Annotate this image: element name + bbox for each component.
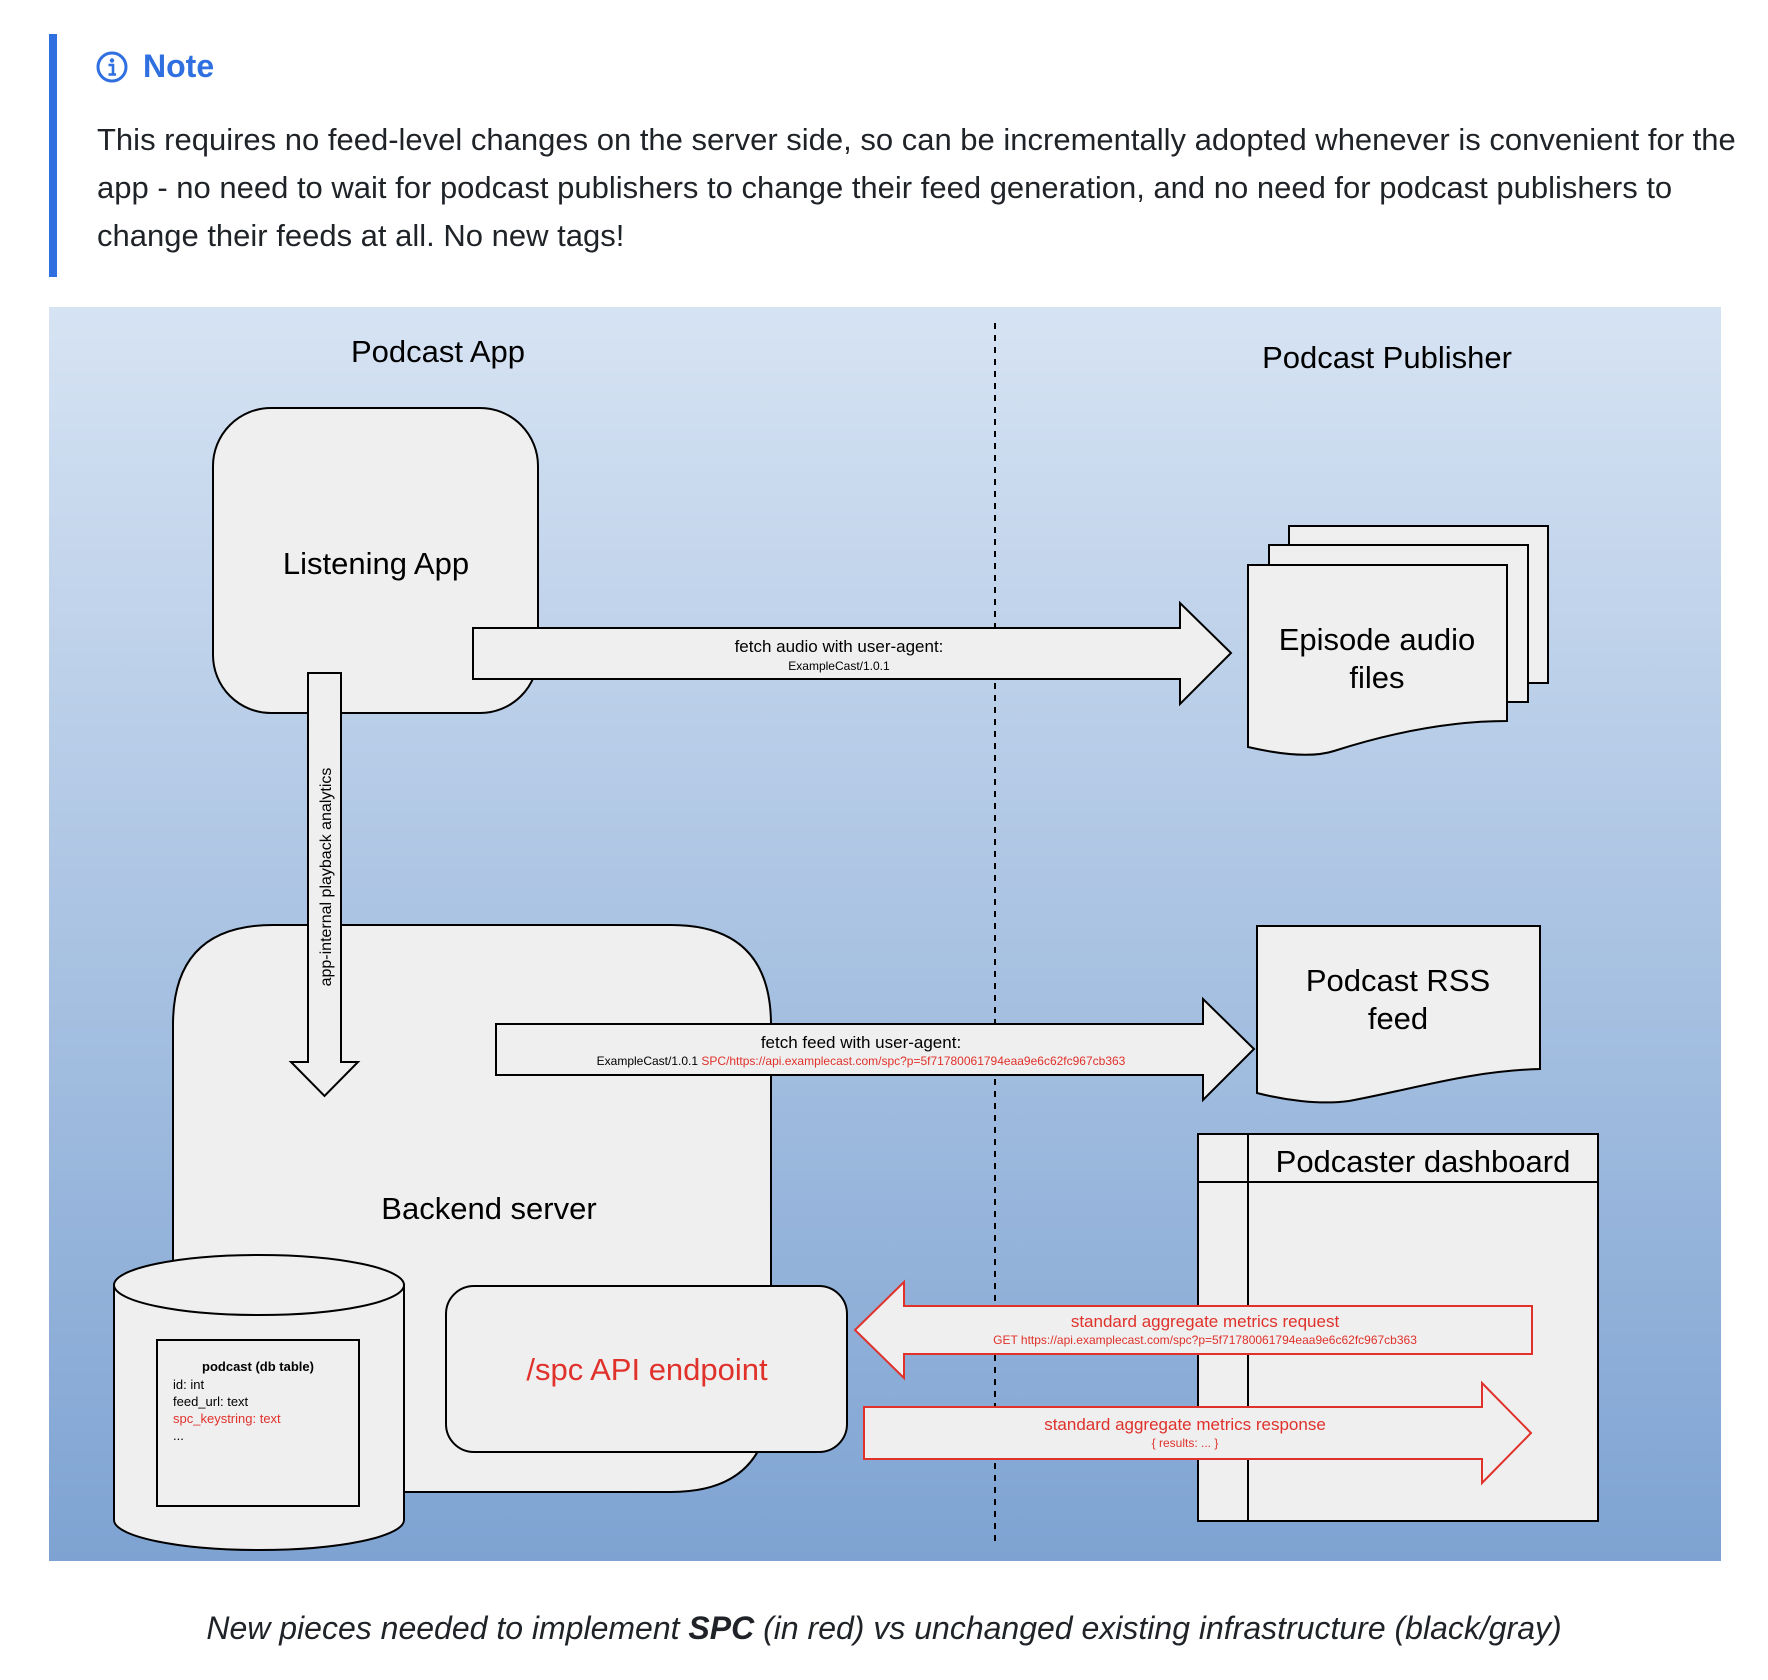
note-body: This requires no feed-level changes on t… <box>97 122 1736 253</box>
backend-server-label: Backend server <box>381 1191 596 1226</box>
diagram-caption: New pieces needed to implement SPC (in r… <box>0 1610 1768 1647</box>
analytics-arrow: app-internal playback analytics <box>288 672 361 1098</box>
fetch-feed-arrow: fetch feed with user-agent: ExampleCast/… <box>495 996 1256 1103</box>
info-icon <box>96 51 128 82</box>
db-table-row-spc: spc_keystring: text <box>173 1411 281 1426</box>
episode-audio-files: Episode audio files <box>1247 525 1549 756</box>
rss-feed-label: Podcast RSS <box>1306 963 1490 998</box>
analytics-arrow-label: app-internal playback analytics <box>318 768 335 987</box>
fetch-audio-label: fetch audio with user-agent: <box>735 637 944 656</box>
metrics-request-detail: GET https://api.examplecast.com/spc?p=5f… <box>993 1333 1417 1347</box>
metrics-response-detail: { results: ... } <box>1152 1436 1219 1450</box>
listening-app-box: Listening App <box>212 407 539 714</box>
metrics-response-label: standard aggregate metrics response <box>1044 1415 1326 1434</box>
fetch-audio-user-agent: ExampleCast/1.0.1 <box>788 659 890 673</box>
metrics-request-arrow: standard aggregate metrics request GET h… <box>853 1279 1533 1381</box>
note-header: Note <box>95 48 214 85</box>
db-table-row: feed_url: text <box>173 1394 249 1409</box>
podcast-rss-feed: Podcast RSS feed <box>1256 925 1541 1104</box>
spc-endpoint-box: /spc API endpoint <box>445 1285 848 1453</box>
lane-title-podcast-app: Podcast App <box>351 334 525 369</box>
dashboard-title: Podcaster dashboard <box>1276 1144 1571 1179</box>
note-callout: Note This requires no feed-level changes… <box>49 34 1736 277</box>
db-table-box <box>156 1339 360 1507</box>
episode-audio-label: Episode audio <box>1279 622 1476 657</box>
note-title: Note <box>143 48 215 84</box>
metrics-response-arrow: standard aggregate metrics response { re… <box>863 1380 1533 1486</box>
caption-text: New pieces needed to implement <box>206 1610 689 1646</box>
fetch-feed-user-agent: ExampleCast/1.0.1 SPC/https://api.exampl… <box>597 1054 1126 1068</box>
database-cylinder: podcast (db table) id: int feed_url: tex… <box>113 1254 405 1551</box>
fetch-audio-arrow: fetch audio with user-agent: ExampleCast… <box>472 600 1233 707</box>
caption-text: (in red) vs unchanged existing infrastru… <box>754 1610 1562 1646</box>
db-table-title: podcast (db table) <box>202 1359 314 1374</box>
spc-endpoint-label: /spc API endpoint <box>526 1352 768 1387</box>
metrics-request-label: standard aggregate metrics request <box>1071 1312 1340 1331</box>
caption-bold: SPC <box>688 1610 755 1646</box>
lane-title-podcast-publisher: Podcast Publisher <box>1262 340 1512 375</box>
episode-audio-label: files <box>1349 660 1404 695</box>
fetch-feed-label: fetch feed with user-agent: <box>761 1033 961 1052</box>
diagram-canvas: Podcast App Podcast Publisher Listening … <box>49 307 1721 1561</box>
db-table-row-more: ... <box>173 1428 184 1443</box>
rss-feed-label: feed <box>1368 1001 1428 1036</box>
spc-architecture-diagram: Podcast App Podcast Publisher Listening … <box>49 307 1721 1561</box>
db-table-row: id: int <box>173 1377 204 1392</box>
listening-app-label: Listening App <box>283 546 469 581</box>
